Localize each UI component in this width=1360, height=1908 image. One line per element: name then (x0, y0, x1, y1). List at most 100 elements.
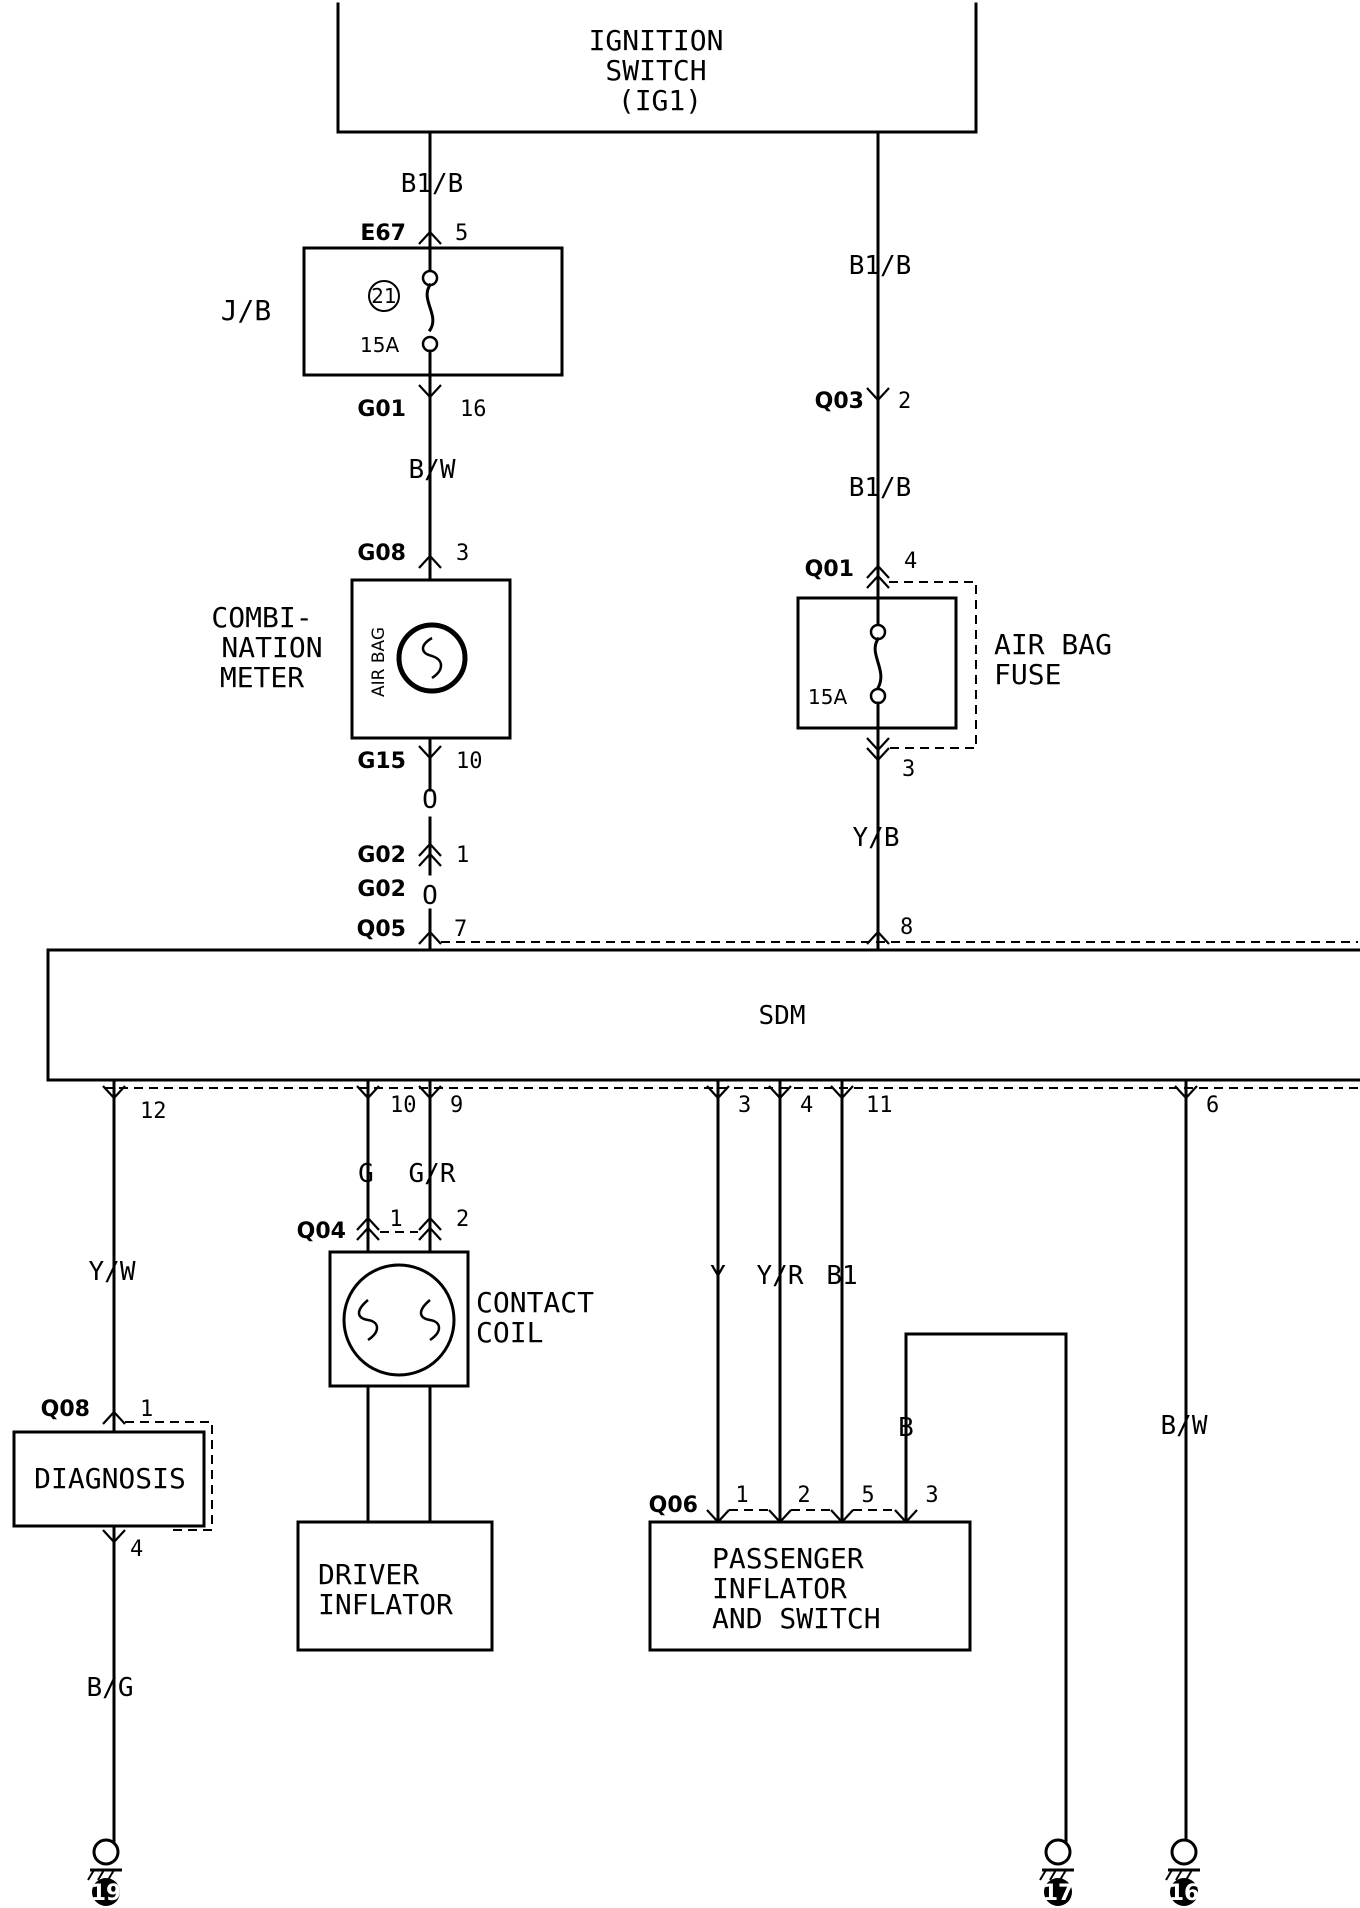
ground-19-terminal (92, 1838, 120, 1866)
connector-q03: Q03 (815, 389, 864, 414)
connector-g02-symbol-a (418, 842, 442, 857)
air-bag-fuse-label-2: FUSE (994, 658, 1061, 691)
connector-q04: Q04 (297, 1219, 346, 1244)
pin-sdm-10: 10 (390, 1093, 417, 1118)
fuse-number-circle (368, 280, 400, 312)
ground-16-number: 16 (1169, 1881, 1200, 1906)
connector-g02-b: G02 (357, 877, 406, 902)
contact-coil-label-2: COIL (476, 1316, 543, 1349)
fuse-rating-jb: 15A (360, 333, 399, 357)
ground-19: 19 (87, 1838, 122, 1906)
connector-sdm-9-symbol (418, 1085, 442, 1100)
fuse-rating-airbag: 15A (808, 685, 847, 709)
connector-g01-symbol (418, 384, 442, 399)
connector-q01-out-b (866, 747, 890, 762)
ground-16-terminal (1170, 1838, 1198, 1866)
ignition-switch-label-3: (IG1) (618, 84, 702, 117)
ground-17-number: 17 (1043, 1881, 1074, 1906)
pin-q01-in: 4 (904, 549, 917, 574)
connector-g15-symbol (418, 745, 442, 760)
pin-g02: 1 (456, 843, 469, 868)
fuse-element-jb (425, 282, 435, 333)
wire-label-b: B (898, 1413, 914, 1443)
connector-sdm-4-symbol (768, 1085, 792, 1100)
ground-17-hatch-2 (1049, 1869, 1057, 1881)
ground-17: 17 (1039, 1838, 1074, 1906)
wire-label-o-1: O (422, 785, 438, 815)
connector-sdm-3-symbol (706, 1085, 730, 1100)
passenger-inflator-label-3: AND SWITCH (712, 1602, 881, 1635)
ignition-switch-label-2: SWITCH (605, 54, 706, 87)
pin-sdm-9: 9 (450, 1093, 463, 1118)
connector-sdm-11-symbol (830, 1085, 854, 1100)
pin-q03: 2 (898, 389, 911, 414)
sdm-label: SDM (759, 1001, 806, 1031)
pin-g08: 3 (456, 541, 469, 566)
connector-q04-a2 (356, 1226, 380, 1241)
wire-label-o-2: O (422, 881, 438, 911)
airbag-fuse-terminal-top (869, 623, 887, 641)
wire-label-y-r: Y/R (757, 1261, 804, 1291)
driver-inflator-label-2: INFLATOR (318, 1588, 453, 1621)
sdm-box (46, 948, 1360, 1082)
connector-q03-symbol (866, 387, 890, 402)
ground-19-number: 19 (91, 1881, 122, 1906)
pin-g15: 10 (456, 749, 483, 774)
wire-label-g-r: G/R (409, 1159, 456, 1189)
passenger-inflator-label-1: PASSENGER (712, 1542, 864, 1575)
contact-coil-icon (342, 1263, 456, 1377)
pin-g01: 16 (460, 397, 487, 422)
connector-q05: Q05 (357, 917, 406, 942)
connector-g01: G01 (357, 397, 406, 422)
ground-19-badge (92, 1878, 120, 1906)
connector-sdm-10-symbol (356, 1085, 380, 1100)
pin-q05: 7 (454, 917, 467, 942)
wire-label-b1: B1 (826, 1261, 857, 1291)
pin-q08-4: 4 (130, 1537, 143, 1562)
air-bag-fuse-label-1: AIR BAG (994, 628, 1112, 661)
ground-16: 16 (1165, 1838, 1200, 1906)
ground-16-hatch-1 (1165, 1869, 1173, 1881)
wire-label-y: Y (710, 1261, 726, 1291)
combination-meter-box (350, 578, 512, 740)
connector-q04-a1 (356, 1216, 380, 1231)
wire-passenger-ground (904, 1332, 1068, 1852)
coil-winding-right (419, 1299, 441, 1342)
pin-q01-out: 3 (902, 757, 915, 782)
fuse-terminal-top (421, 269, 439, 287)
ground-16-hatch-2 (1175, 1869, 1183, 1881)
ignition-switch-label-1: IGNITION (589, 24, 724, 57)
pin-sdm-12: 12 (140, 1099, 167, 1124)
junction-box-label: J/B (221, 294, 272, 327)
connector-q06: Q06 (649, 1493, 698, 1518)
contact-coil-label-1: CONTACT (476, 1286, 594, 1319)
wire-label-b-w: B/W (409, 455, 456, 485)
combination-meter-label-3: METER (220, 661, 304, 694)
pin-q06-2: 2 (797, 1483, 810, 1508)
wire-label-g: G (358, 1159, 374, 1189)
connector-sdm-8-symbol (866, 930, 890, 945)
lamp-filament (421, 636, 443, 680)
pin-q04-1: 1 (389, 1207, 402, 1232)
driver-inflator-label-1: DRIVER (318, 1558, 419, 1591)
diagnosis-label: DIAGNOSIS (34, 1462, 186, 1495)
ground-19-hatch-2 (97, 1869, 105, 1881)
wire-label-ig-right-mid: B1/B (849, 473, 912, 503)
connector-q08-out-symbol (102, 1529, 126, 1544)
diagnosis-box (12, 1430, 206, 1528)
connector-g08: G08 (357, 541, 406, 566)
ground-17-badge (1044, 1878, 1072, 1906)
connector-sdm-12-symbol (102, 1085, 126, 1100)
ground-16-badge (1170, 1878, 1198, 1906)
wire-label-y-w: Y/W (89, 1257, 136, 1287)
pin-q06-5: 5 (861, 1483, 874, 1508)
connector-q04-b1 (418, 1216, 442, 1231)
ground-17-terminal (1044, 1838, 1072, 1866)
pin-q04-2: 2 (456, 1207, 469, 1232)
connector-q01-out-a (866, 737, 890, 752)
ignition-switch-box (336, 2, 978, 134)
connector-q04-b2 (418, 1226, 442, 1241)
connector-g02-symbol-b (418, 852, 442, 867)
airbag-fuse-terminal-bottom (869, 687, 887, 705)
